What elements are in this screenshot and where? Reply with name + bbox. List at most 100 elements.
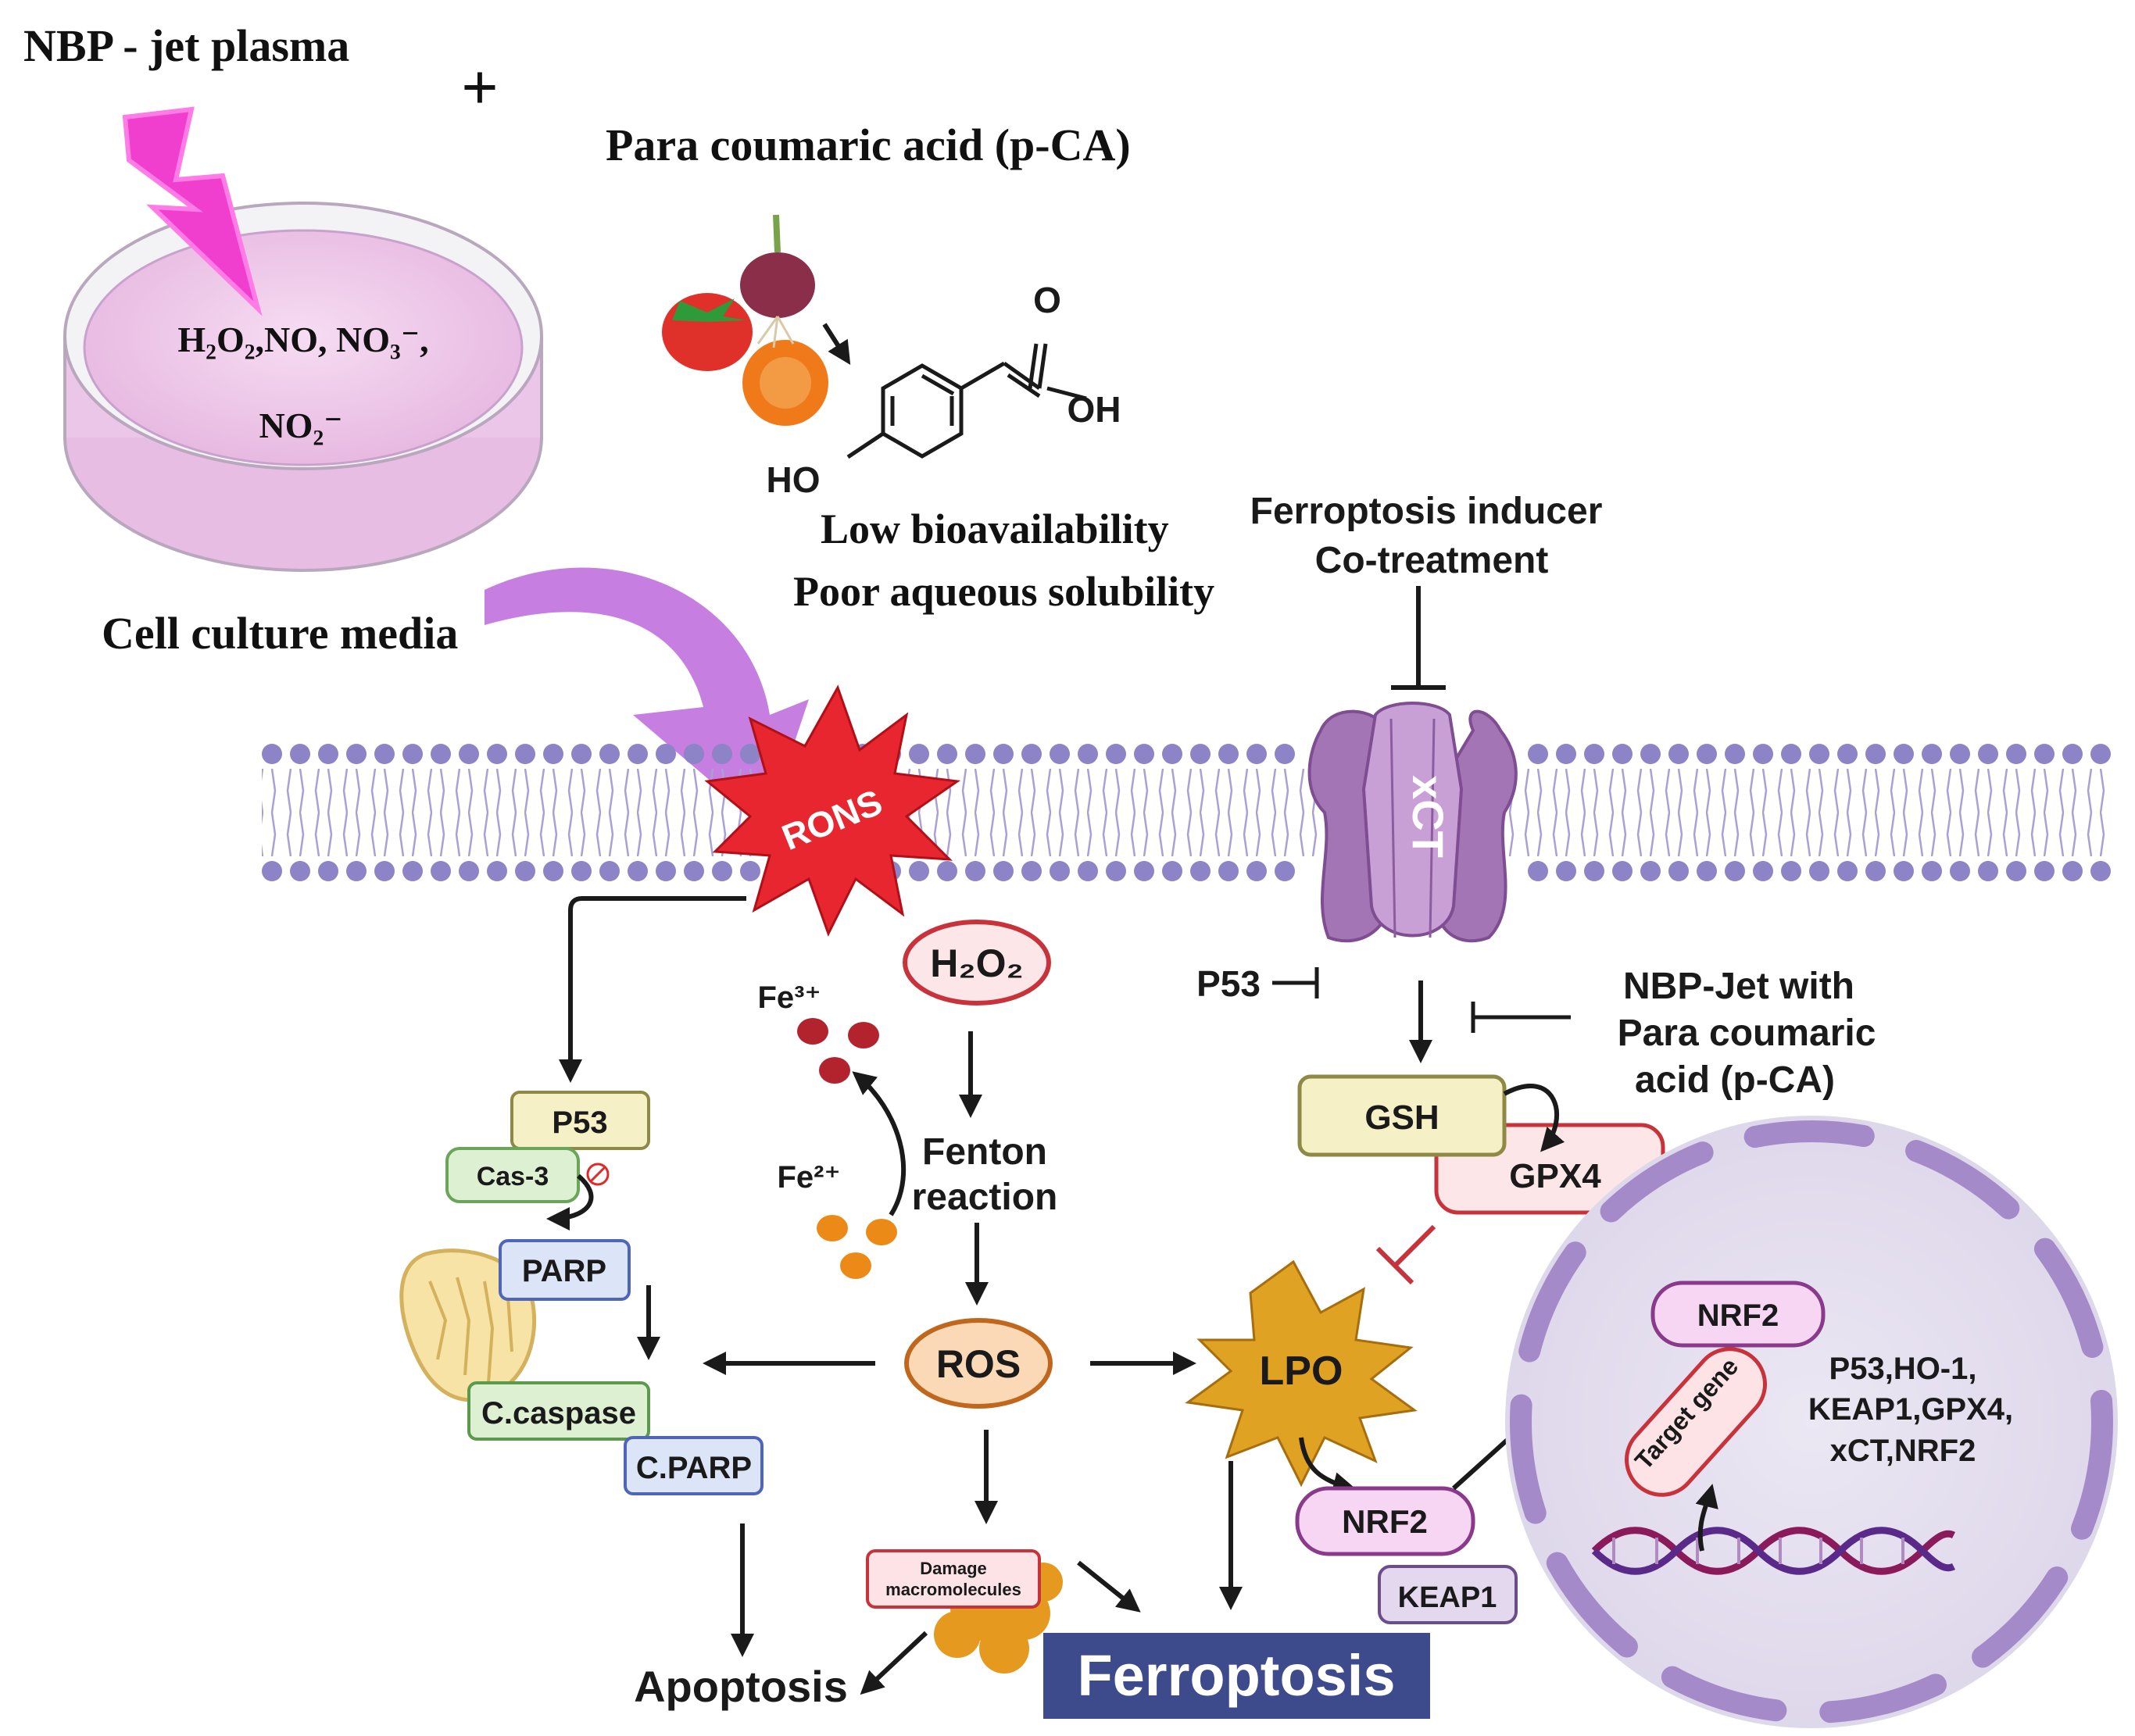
atom-ho: HO (767, 459, 821, 500)
phospholipid-head (628, 744, 648, 764)
phospholipid-head (2090, 861, 2111, 881)
phospholipid-head (1865, 861, 1886, 881)
phospholipid-head (1612, 861, 1633, 881)
phospholipid-head (1021, 861, 1042, 881)
phospholipid-head (2090, 744, 2111, 764)
ferroptosis-label: Ferroptosis (1077, 1643, 1395, 1708)
phospholipid-head (571, 744, 592, 764)
phospholipid-head (1640, 744, 1661, 764)
plasma-title: NBP - jet plasma (23, 20, 349, 71)
membrane-heads-top (262, 744, 2111, 764)
phospholipid-head (1528, 861, 1548, 881)
gpx4-label: GPX4 (1509, 1157, 1601, 1195)
fe2-ions-icon (817, 1215, 897, 1279)
phospholipid-head (515, 861, 535, 881)
phospholipid-head (1528, 744, 1548, 764)
xct-label: xCT (1404, 775, 1453, 858)
phospholipid-head (1809, 861, 1829, 881)
ccaspase-node (467, 1381, 650, 1441)
cas3-to-parp-arrow (546, 1173, 594, 1231)
phospholipid-head (1950, 861, 1970, 881)
phospholipid-head (740, 861, 760, 881)
atom-oxygen: O (1033, 280, 1061, 320)
phospholipid-head (487, 744, 507, 764)
limitation-line2: Poor aqueous solubility (793, 568, 1214, 615)
phospholipid-head (1978, 744, 1998, 764)
phospholipid-head (656, 744, 676, 764)
fe3-ions-icon (797, 1018, 879, 1084)
fenton-line2: reaction (912, 1177, 1058, 1218)
fenton-line1: Fenton (922, 1131, 1047, 1173)
phospholipid-head (543, 744, 563, 764)
phospholipid-head (262, 861, 282, 881)
phospholipid-head (684, 744, 704, 764)
phospholipid-head (1584, 744, 1604, 764)
p53-label: P53 (552, 1106, 607, 1140)
media-label: Cell culture media (102, 608, 458, 659)
genes-line1: P53,HO-1, (1829, 1352, 1977, 1386)
p53-inhibitor-label: P53 (1196, 963, 1261, 1004)
damage-line2: macromolecules (885, 1580, 1021, 1599)
phospholipid-head (487, 861, 507, 881)
phospholipid-head (1781, 744, 1801, 764)
petri-dish (63, 202, 543, 572)
phospholipid-head (1275, 861, 1295, 881)
phospholipid-head (431, 744, 451, 764)
phospholipid-head (993, 861, 1014, 881)
nrf2-nuclear-node (1650, 1281, 1826, 1348)
nrf2-cyto-label: NRF2 (1342, 1503, 1428, 1540)
phospholipid-head (1134, 744, 1154, 764)
nbp-line3: acid (p-CA) (1635, 1059, 1835, 1101)
phospholipid-head (1106, 861, 1126, 881)
h2o2-node (903, 920, 1051, 1006)
genes-line3: xCT,NRF2 (1830, 1434, 1976, 1468)
phospholipid-head (909, 861, 929, 881)
phospholipid-head (712, 744, 732, 764)
phospholipid-head (1078, 744, 1098, 764)
phospholipid-head (1922, 861, 1942, 881)
phospholipid-head (290, 744, 310, 764)
fe3-label: Fe³⁺ (757, 981, 821, 1015)
phospholipid-head (459, 744, 479, 764)
nbp-line1: NBP-Jet with (1623, 966, 1854, 1007)
phospholipid-head (1190, 744, 1211, 764)
phospholipid-head (1556, 861, 1576, 881)
compound-title: Para coumaric acid (p-CA) (606, 120, 1131, 170)
phospholipid-head (515, 744, 535, 764)
phospholipid-head (2006, 861, 2026, 881)
phospholipid-head (965, 744, 985, 764)
ros-label: ROS (936, 1342, 1021, 1386)
dna-helix-icon (1591, 1527, 1956, 1575)
nrf2-nuclear-label: NRF2 (1697, 1298, 1779, 1333)
damage-node (866, 1549, 1041, 1609)
cell-membrane (262, 744, 2111, 881)
cas3-node (445, 1147, 580, 1203)
phospholipid-head (1668, 861, 1689, 881)
phospholipid-head (599, 861, 620, 881)
phospholipid-head (1078, 861, 1098, 881)
phospholipid-head (1612, 744, 1633, 764)
phospholipid-head (1725, 744, 1745, 764)
lpo-label: LPO (1260, 1348, 1343, 1394)
phospholipid-head (374, 861, 395, 881)
p53-node (510, 1091, 650, 1150)
rons-species-line1: H₂O₂,NO, NO₃⁻, (177, 320, 428, 359)
phospholipid-head (937, 861, 957, 881)
phospholipid-head (712, 861, 732, 881)
damage-line1: Damage (920, 1559, 987, 1578)
gsh-node (1297, 1074, 1507, 1157)
membrane-heads-bottom (262, 861, 2111, 881)
blocked-icon (586, 1163, 610, 1186)
phospholipid-head (1050, 744, 1070, 764)
dna-to-gene-arrow (1695, 1484, 1718, 1552)
cparp-node (624, 1436, 764, 1495)
phospholipid-head (1218, 744, 1239, 764)
keap1-node (1378, 1565, 1518, 1624)
phospholipid-head (1106, 744, 1126, 764)
phospholipid-head (402, 861, 423, 881)
phospholipid-head (346, 861, 367, 881)
phospholipid-head (1246, 861, 1267, 881)
phospholipid-head (1218, 861, 1239, 881)
phospholipid-head (1162, 744, 1182, 764)
